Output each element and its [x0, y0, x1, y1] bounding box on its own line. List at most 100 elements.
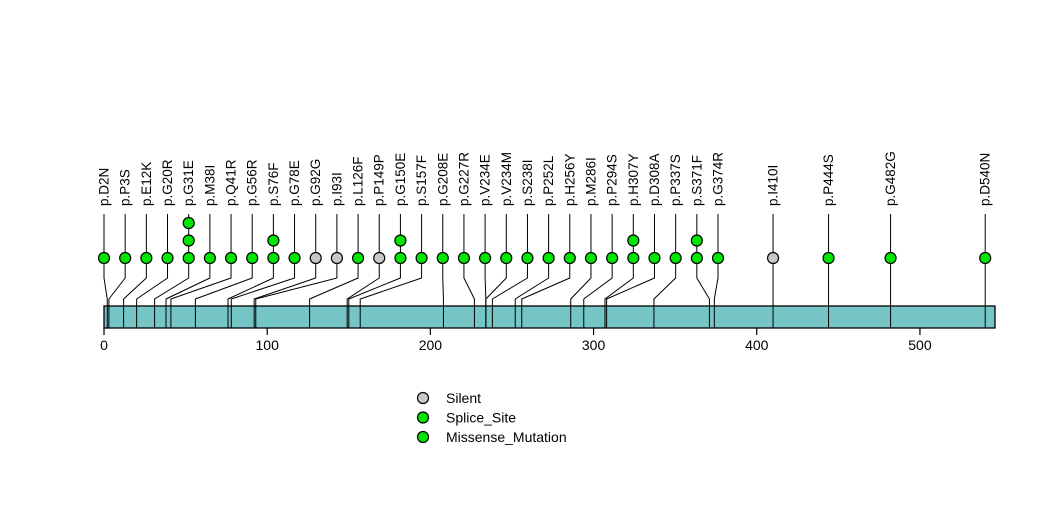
mutation-circle — [822, 251, 835, 265]
mutation-label: p.M38I — [202, 165, 217, 206]
mutation-label: p.H307Y — [626, 153, 641, 206]
legend-swatch — [416, 411, 430, 424]
mutation-lollipop: p.G150E — [348, 153, 408, 328]
mutation-circle — [119, 251, 132, 265]
mutation-circle — [542, 251, 555, 265]
legend-label: Missense_Mutation — [446, 429, 567, 445]
mutation-label: p.V234M — [499, 152, 514, 206]
legend-item: Silent — [416, 390, 481, 406]
mutation-lollipop: p.P149P — [346, 154, 387, 328]
mutation-circle — [224, 251, 238, 265]
mutation-stem — [359, 214, 423, 328]
mutation-circle — [140, 251, 153, 265]
mutation-stem — [442, 214, 444, 328]
mutation-stem — [521, 214, 571, 328]
axis-tick-label: 0 — [100, 337, 108, 353]
mutation-lollipop: p.G374R — [711, 152, 726, 328]
mutation-label: p.G227R — [456, 152, 471, 206]
mutation-lollipop: p.P294S — [583, 154, 620, 328]
mutation-circle — [711, 251, 725, 265]
mutation-circle — [203, 251, 216, 265]
mutation-label: p.S371F — [689, 155, 704, 206]
mutation-circle — [627, 251, 640, 265]
mutation-circle — [373, 251, 386, 265]
mutation-label: p.P252L — [541, 155, 556, 206]
mutation-lollipop: p.G92G — [253, 159, 323, 328]
mutation-circle — [267, 251, 280, 265]
mutation-lollipop: p.Q41R — [170, 159, 239, 328]
mutation-circle — [330, 251, 343, 265]
mutation-label: p.D540N — [978, 153, 993, 206]
mutation-stem — [103, 214, 108, 328]
mutation-lollipop: p.I410I — [766, 165, 781, 328]
mutation-lollipop: p.P337S — [653, 154, 683, 328]
mutation-stem — [606, 214, 655, 328]
mutation-circle — [690, 251, 703, 265]
mutation-lollipop: p.G227R — [456, 152, 475, 328]
mutation-lollipop: p.M286I — [570, 157, 598, 328]
mutation-circle — [648, 251, 661, 265]
mutation-label: p.I410I — [766, 165, 781, 206]
mutation-lollipop: p.M38I — [165, 165, 217, 328]
mutation-lollipop: p.E12K — [123, 162, 154, 328]
mutation-label: p.S238I — [520, 159, 535, 206]
mutation-label: p.Q41R — [224, 159, 239, 206]
mutation-lollipop: p.D308A — [606, 153, 662, 328]
mutation-lollipop: p.D2N — [97, 168, 112, 328]
mutation-label: p.G482G — [883, 151, 898, 206]
axis-tick-label: 300 — [582, 337, 606, 353]
mutation-circle — [479, 251, 492, 265]
mutation-label: p.D308A — [647, 153, 662, 206]
mutation-circle — [457, 251, 471, 265]
mutation-lollipop: p.L126F — [309, 156, 366, 328]
mutation-lollipop: p.S371F — [689, 155, 710, 328]
legend-label: Silent — [446, 390, 481, 406]
mutation-circle — [627, 234, 640, 247]
mutation-stem — [583, 214, 613, 328]
mutation-lollipop: p.P252L — [514, 155, 556, 328]
mutation-label: p.G20R — [160, 159, 175, 206]
legend-label: Splice_Site — [446, 410, 516, 426]
mutation-label: p.G56R — [245, 159, 260, 206]
mutation-circle — [182, 216, 195, 230]
mutation-stem — [309, 214, 359, 328]
mutation-lollipop: p.H307Y — [604, 153, 641, 328]
mutation-stem — [136, 214, 169, 328]
mutation-label: p.L126F — [351, 156, 366, 206]
mutation-stem — [514, 214, 550, 328]
mutation-circle — [161, 251, 174, 265]
mutation-stem — [346, 214, 380, 328]
mutation-lollipop: p.G56R — [194, 159, 260, 328]
mutation-circle — [415, 251, 428, 265]
mutation-stem — [123, 214, 147, 328]
mutation-label: p.H256Y — [562, 153, 577, 206]
mutation-circle — [97, 251, 111, 265]
mutation-stem — [570, 214, 592, 328]
mutation-circle — [351, 251, 365, 265]
mutation-lollipop: p.P444S — [821, 154, 836, 328]
mutation-circle — [436, 251, 449, 265]
mutation-label: p.G208E — [435, 153, 450, 206]
mutation-lollipop: p.G482G — [883, 151, 898, 328]
mutation-circle — [563, 251, 576, 265]
mutation-label: p.M286I — [583, 157, 598, 206]
mutation-circle — [246, 251, 259, 265]
mutation-circle — [288, 251, 301, 265]
mutation-label: p.V234E — [478, 154, 493, 206]
legend-item: Missense_Mutation — [416, 429, 567, 445]
mutation-label: p.P337S — [668, 154, 683, 206]
axis-tick-label: 400 — [745, 337, 769, 353]
mutation-label: p.G92G — [308, 159, 323, 206]
mutation-circle — [979, 251, 992, 265]
mutation-stem — [485, 214, 507, 328]
mutation-label: p.I93I — [329, 172, 344, 206]
mutation-lollipop: p.P3S — [108, 169, 133, 328]
mutation-label: p.G150E — [393, 153, 408, 206]
mutation-stem — [253, 214, 317, 328]
mutation-circle — [394, 234, 407, 247]
mutation-circle — [182, 234, 195, 247]
mutation-circle — [521, 251, 534, 265]
mutation-stem — [653, 214, 677, 328]
mutation-label: p.S157F — [414, 155, 429, 206]
